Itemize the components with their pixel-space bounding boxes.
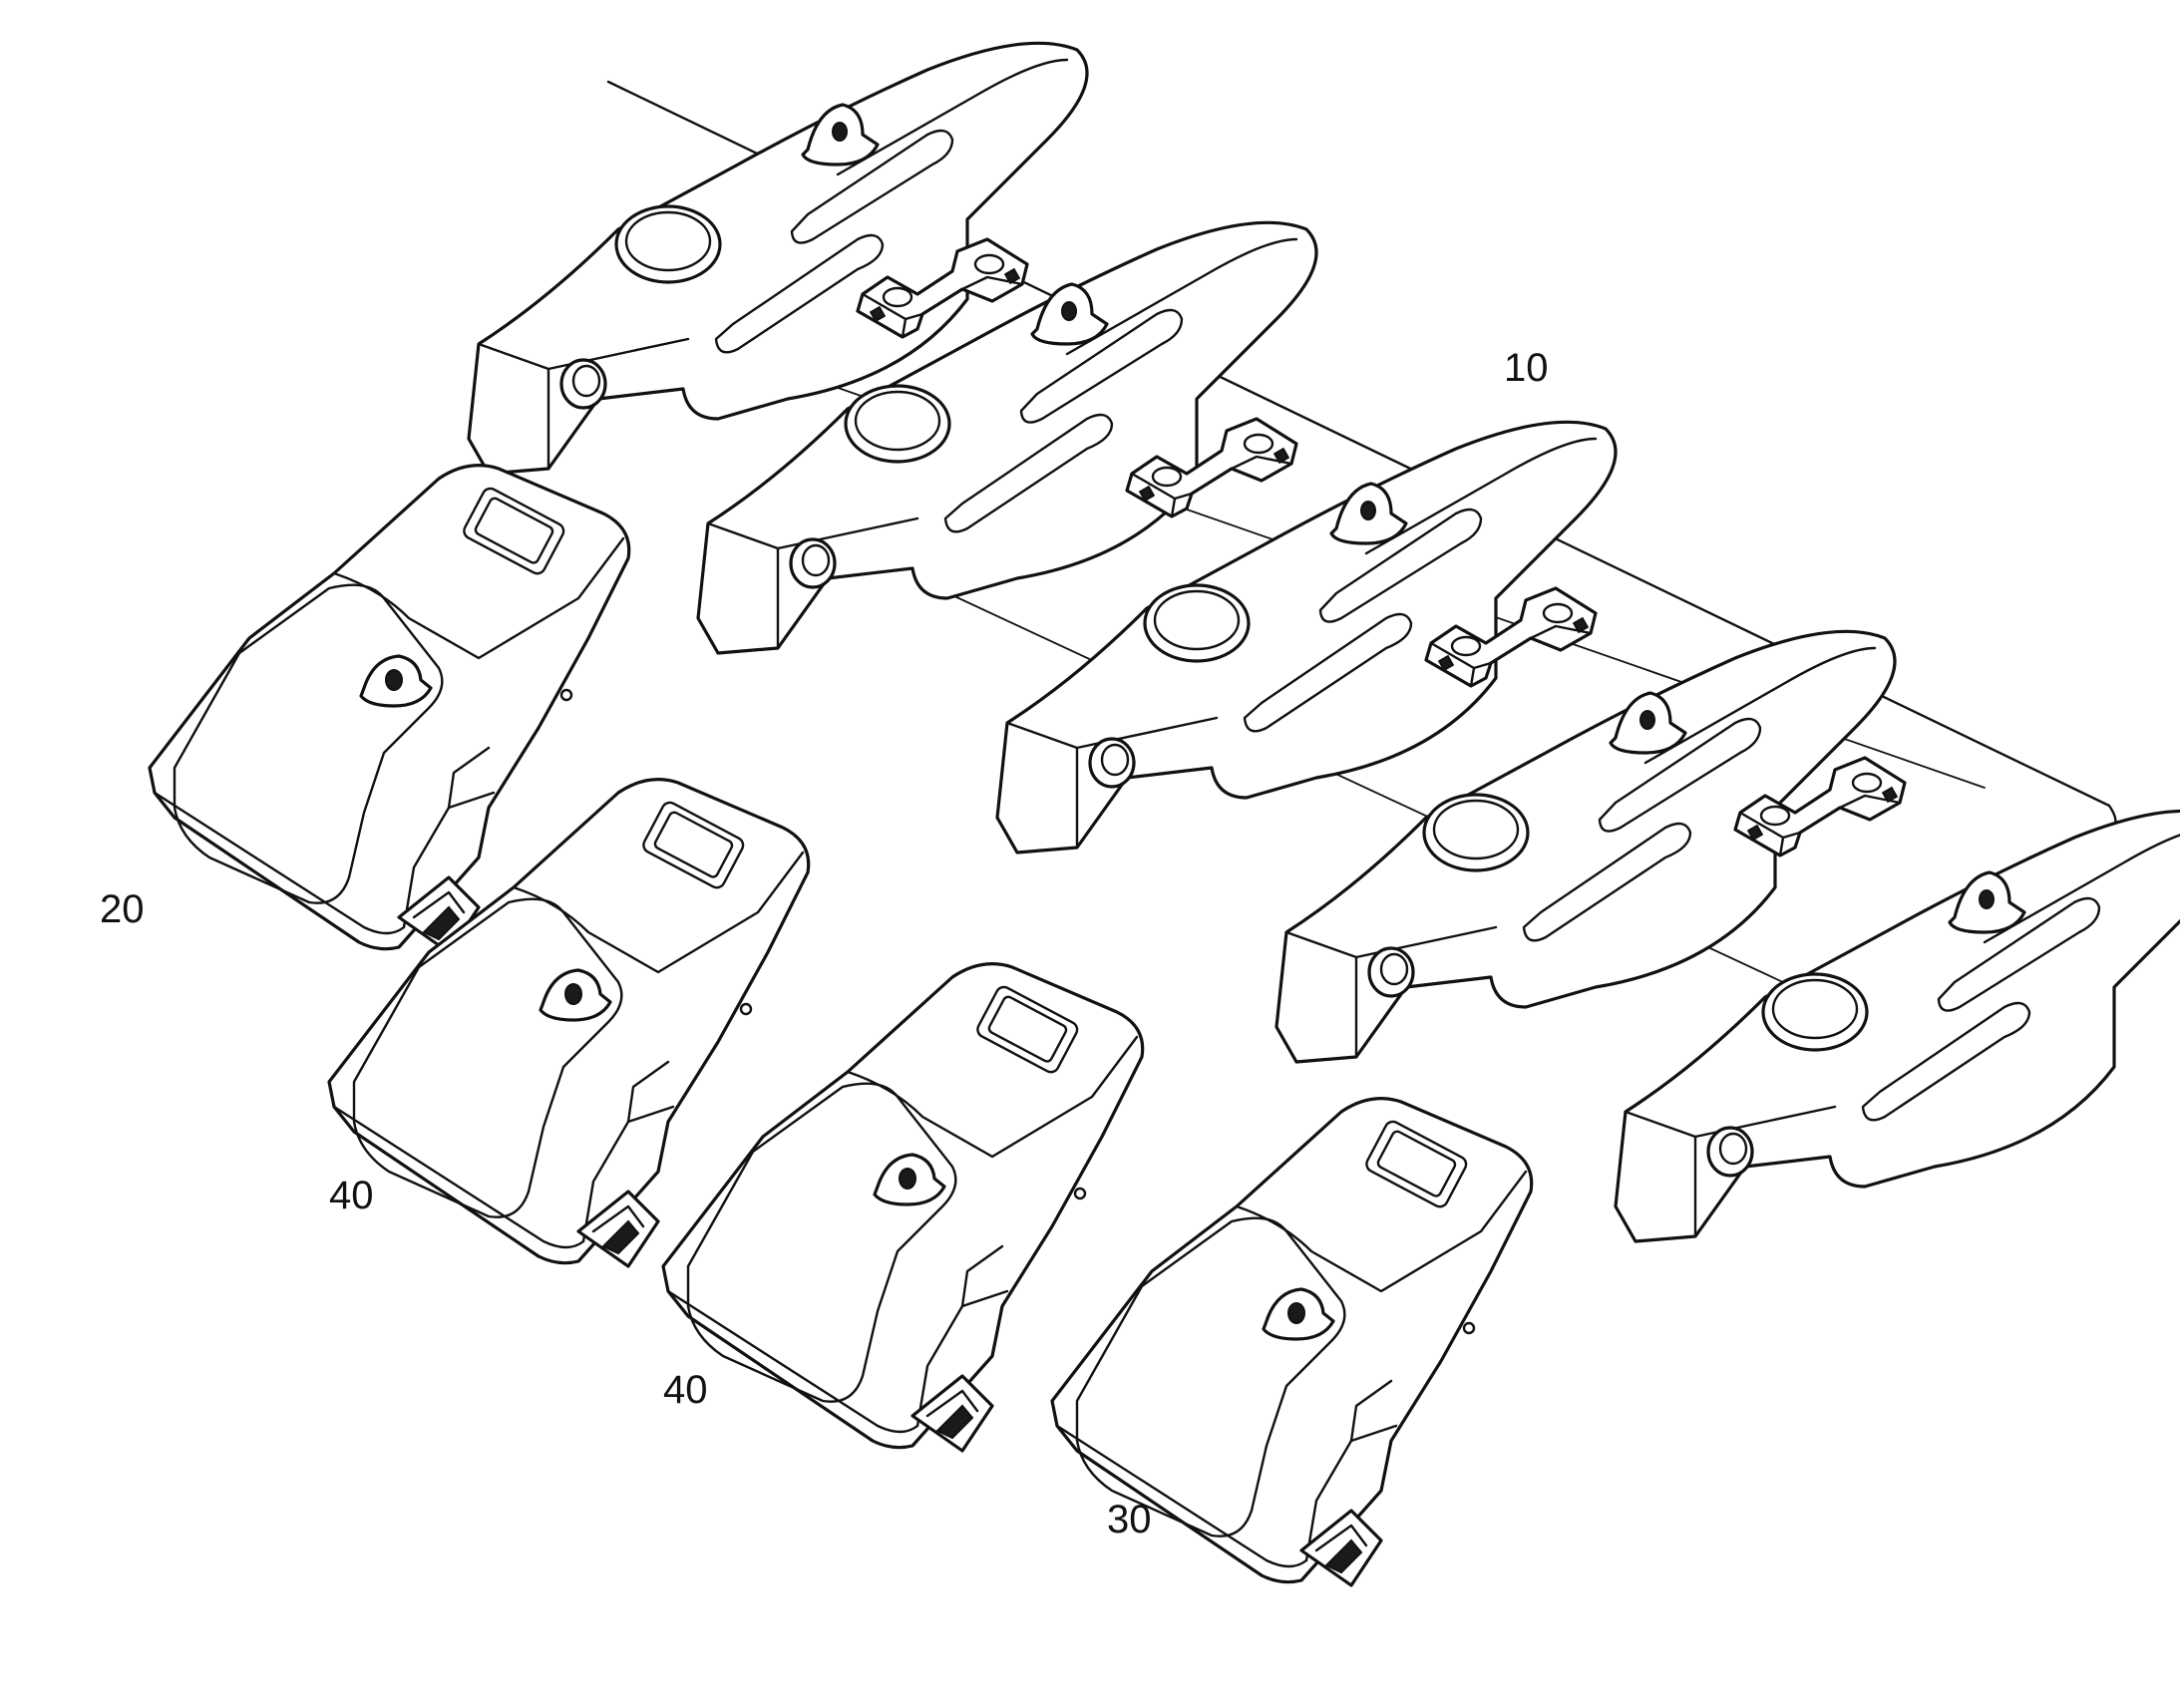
callout-adapter-assembly: 10 [1504,346,1549,390]
callout-tooth-left: 20 [100,887,145,931]
callout-tooth-middle-b: 40 [663,1368,708,1412]
callout-tooth-right: 30 [1107,1498,1152,1541]
callout-tooth-middle-a: 40 [329,1174,374,1217]
